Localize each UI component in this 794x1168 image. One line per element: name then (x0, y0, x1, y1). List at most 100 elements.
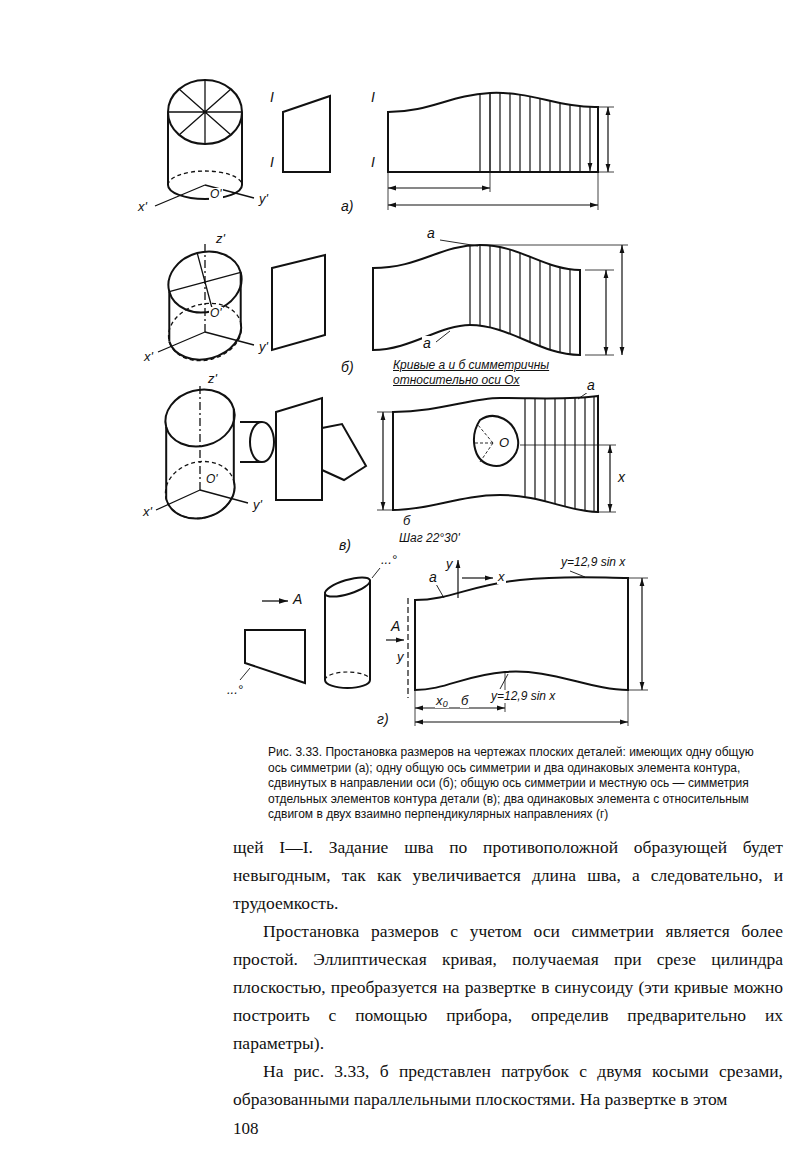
body-paragraph: Простановка размеров с учетом оси симмет… (233, 917, 783, 1057)
development-g-part (457, 560, 458, 598)
development-v-part (377, 412, 616, 512)
figure-label: г) (376, 712, 390, 727)
cylinder-v-part (156, 490, 248, 510)
figure-caption: Рис. 3.33. Простановка размеров на черте… (268, 745, 773, 823)
cylinder-a-part (168, 80, 242, 144)
body-paragraph: На рис. 3.33, б представлен патрубок с д… (233, 1057, 783, 1113)
view-a-g-part (240, 668, 250, 680)
development-v-part (393, 396, 598, 512)
development-g-part (462, 577, 493, 578)
cylinder-b-part (158, 332, 254, 352)
development-a-part (480, 80, 590, 171)
figure-label: y' (252, 498, 263, 512)
figure-label: x₀ (435, 694, 449, 708)
page-number: 108 (233, 1119, 259, 1139)
figure-label: A (292, 592, 303, 607)
figure-label: а (426, 226, 436, 241)
development-g-part (415, 577, 628, 690)
figure-label: ...° (380, 553, 398, 567)
cylinder-v-part (250, 422, 274, 462)
development-v-part (525, 380, 594, 520)
figure-label: y' (258, 340, 269, 354)
figure-label: y (445, 557, 454, 571)
side-view-b-part (272, 255, 325, 350)
development-v-part (474, 416, 518, 466)
development-b-part (436, 240, 478, 342)
side-view-v (276, 398, 366, 500)
figure-label: y=12,9 sin x (490, 690, 556, 703)
figure-label: x' (137, 200, 148, 214)
figure-label: x (497, 570, 506, 584)
side-view-a (283, 96, 330, 172)
development-b-part-part (470, 240, 570, 360)
figure-label: I (269, 155, 275, 170)
cylinder-v-part (240, 422, 262, 462)
development-a-part (388, 204, 598, 205)
figure-label: а (428, 570, 438, 585)
cylinder-v-part (199, 384, 200, 490)
figure-label: x' (142, 505, 153, 519)
development-g-part (415, 578, 648, 726)
cylinder-b (158, 242, 254, 369)
view-a-g-part (245, 630, 305, 683)
development-b-part (480, 245, 628, 355)
figure-label: а (422, 336, 432, 351)
figure-label: в) (338, 538, 352, 553)
development-g (386, 560, 648, 726)
view-a-g (240, 601, 305, 683)
figure-label: A (390, 619, 401, 634)
side-view-v-part (322, 424, 366, 480)
cylinder-a-part (168, 171, 242, 185)
development-g-part (415, 721, 628, 722)
development-g-part (386, 639, 404, 640)
figure-label: z' (215, 232, 226, 246)
development-v-part (474, 425, 493, 462)
side-view-b (272, 255, 325, 350)
figure-label: О (498, 436, 510, 450)
cylinder-a (155, 80, 254, 206)
figure-label: I (370, 90, 376, 105)
figure-label: O' (205, 473, 219, 486)
body-text-block: щей I—I. Задание шва по противоположной … (233, 833, 783, 1113)
side-view-v-part (276, 398, 322, 500)
figure-label: ...° (226, 683, 244, 697)
figure-label: б) (340, 360, 355, 375)
figure-label: а (586, 378, 596, 393)
development-g-part (407, 598, 408, 698)
development-a-part (388, 93, 598, 172)
figure-label: а) (340, 199, 354, 214)
development-v (377, 380, 616, 520)
figure-label: x (617, 470, 626, 485)
development-b-part (621, 245, 622, 355)
cylinder-g-part (372, 568, 380, 578)
cylinder-g (323, 568, 380, 688)
development-v-part-part (525, 380, 594, 520)
figure-label: б (402, 514, 411, 528)
cylinder-b-part (204, 242, 205, 332)
figure-label: I (370, 155, 376, 170)
development-v-part (382, 412, 383, 510)
development-b-part (470, 240, 570, 360)
side-view-a-part (283, 96, 330, 172)
figure-label: y=12,9 sin x (560, 556, 626, 569)
figure-label: Шаг 22°30' (398, 532, 461, 545)
development-a-part (607, 107, 608, 172)
view-a-g-part (262, 600, 288, 601)
figure-label: x' (143, 350, 154, 364)
figure-label: z' (207, 372, 218, 386)
development-a-part (388, 187, 490, 188)
cylinder-g-part (325, 672, 370, 680)
development-g-part (436, 571, 585, 689)
cylinder-g-part (325, 680, 370, 688)
figure-note: Кривые а и б симметричны относительно ос… (392, 358, 579, 388)
figure-label: y' (258, 192, 269, 206)
cylinder-a-part (168, 112, 242, 185)
development-a-part (388, 93, 614, 210)
cylinder-g-part (323, 573, 372, 600)
caption-text: Рис. 3.33. Простановка размеров на черте… (268, 745, 754, 821)
figure-label: I (269, 90, 275, 105)
development-b-part (605, 270, 606, 355)
cylinder-g-part (325, 580, 370, 680)
cylinder-a-part (168, 80, 242, 144)
development-v-part (609, 445, 610, 512)
